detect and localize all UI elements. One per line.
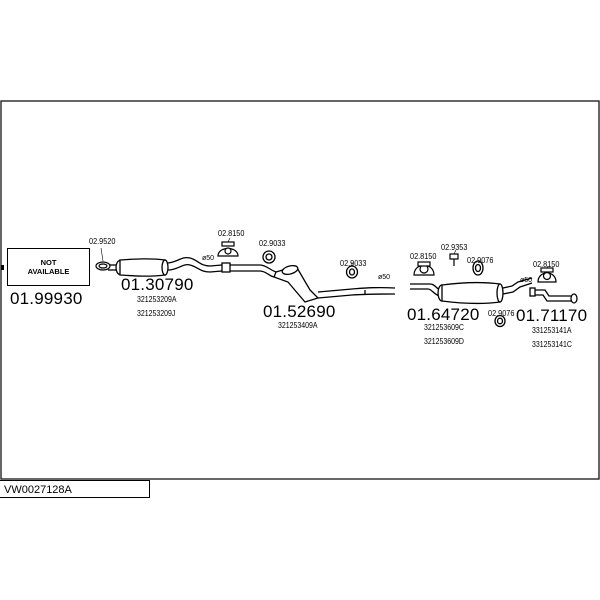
diameter-label-3: ø50 bbox=[520, 277, 533, 284]
fitting-label-8[interactable]: 02.9076 bbox=[488, 308, 515, 318]
diameter-label-2: ø50 bbox=[378, 274, 391, 281]
oem-number-2b: 321253209J bbox=[137, 308, 176, 318]
part-number-3[interactable]: 01.52690 bbox=[263, 302, 336, 321]
middle-pipe-part[interactable] bbox=[230, 264, 396, 303]
front-pipe-part[interactable] bbox=[108, 256, 231, 277]
fitting-label-4[interactable]: 02.9033 bbox=[340, 258, 367, 268]
fitting-label-9[interactable]: 02.8150 bbox=[533, 259, 560, 269]
left-marker bbox=[1, 265, 4, 270]
oem-number-5a: 331253141A bbox=[532, 325, 572, 335]
part-number-5[interactable]: 01.71170 bbox=[516, 306, 588, 325]
oem-number-4b: 321253609D bbox=[424, 336, 464, 346]
ring-icon-1[interactable] bbox=[262, 250, 276, 264]
fitting-label-5[interactable]: 02.8150 bbox=[410, 251, 437, 261]
bolt-icon-1[interactable] bbox=[449, 253, 459, 266]
part-number-4[interactable]: 01.64720 bbox=[407, 305, 480, 324]
fitting-label-1[interactable]: 02.9520 bbox=[89, 236, 116, 246]
fitting-label-3[interactable]: 02.9033 bbox=[259, 238, 286, 248]
leader-lines bbox=[100, 237, 549, 269]
diameter-label-1: ø50 bbox=[202, 255, 215, 262]
not-available-box: NOT AVAILABLE bbox=[7, 248, 90, 286]
ring-icon-4[interactable] bbox=[494, 314, 506, 328]
reference-box: VW0027128A bbox=[0, 480, 150, 498]
not-available-line2: AVAILABLE bbox=[27, 267, 70, 276]
tail-pipe-part[interactable] bbox=[529, 287, 578, 304]
diagram-frame bbox=[0, 100, 600, 480]
hanger-icon-3[interactable] bbox=[537, 267, 557, 283]
part-number-1[interactable]: 01.99930 bbox=[10, 289, 83, 308]
fitting-label-7[interactable]: 02.9076 bbox=[467, 255, 494, 265]
fitting-label-2[interactable]: 02.8150 bbox=[218, 228, 245, 238]
fitting-label-6[interactable]: 02.9353 bbox=[441, 242, 468, 252]
hanger-icon-2[interactable] bbox=[413, 261, 435, 276]
ring-icon-3[interactable] bbox=[472, 260, 484, 276]
rear-silencer-part[interactable] bbox=[410, 277, 533, 305]
not-available-line1: NOT bbox=[40, 257, 57, 267]
part-number-2[interactable]: 01.30790 bbox=[121, 275, 194, 294]
clamp-icon-1[interactable] bbox=[95, 261, 111, 271]
oem-number-2a: 321253209A bbox=[137, 294, 177, 304]
oem-number-3a: 321253409A bbox=[278, 320, 318, 330]
reference-code: VW0027128A bbox=[4, 484, 72, 496]
oem-number-4a: 321253609C bbox=[424, 322, 464, 332]
oem-number-5b: 331253141C bbox=[532, 339, 572, 349]
hanger-icon-1[interactable] bbox=[217, 241, 239, 257]
